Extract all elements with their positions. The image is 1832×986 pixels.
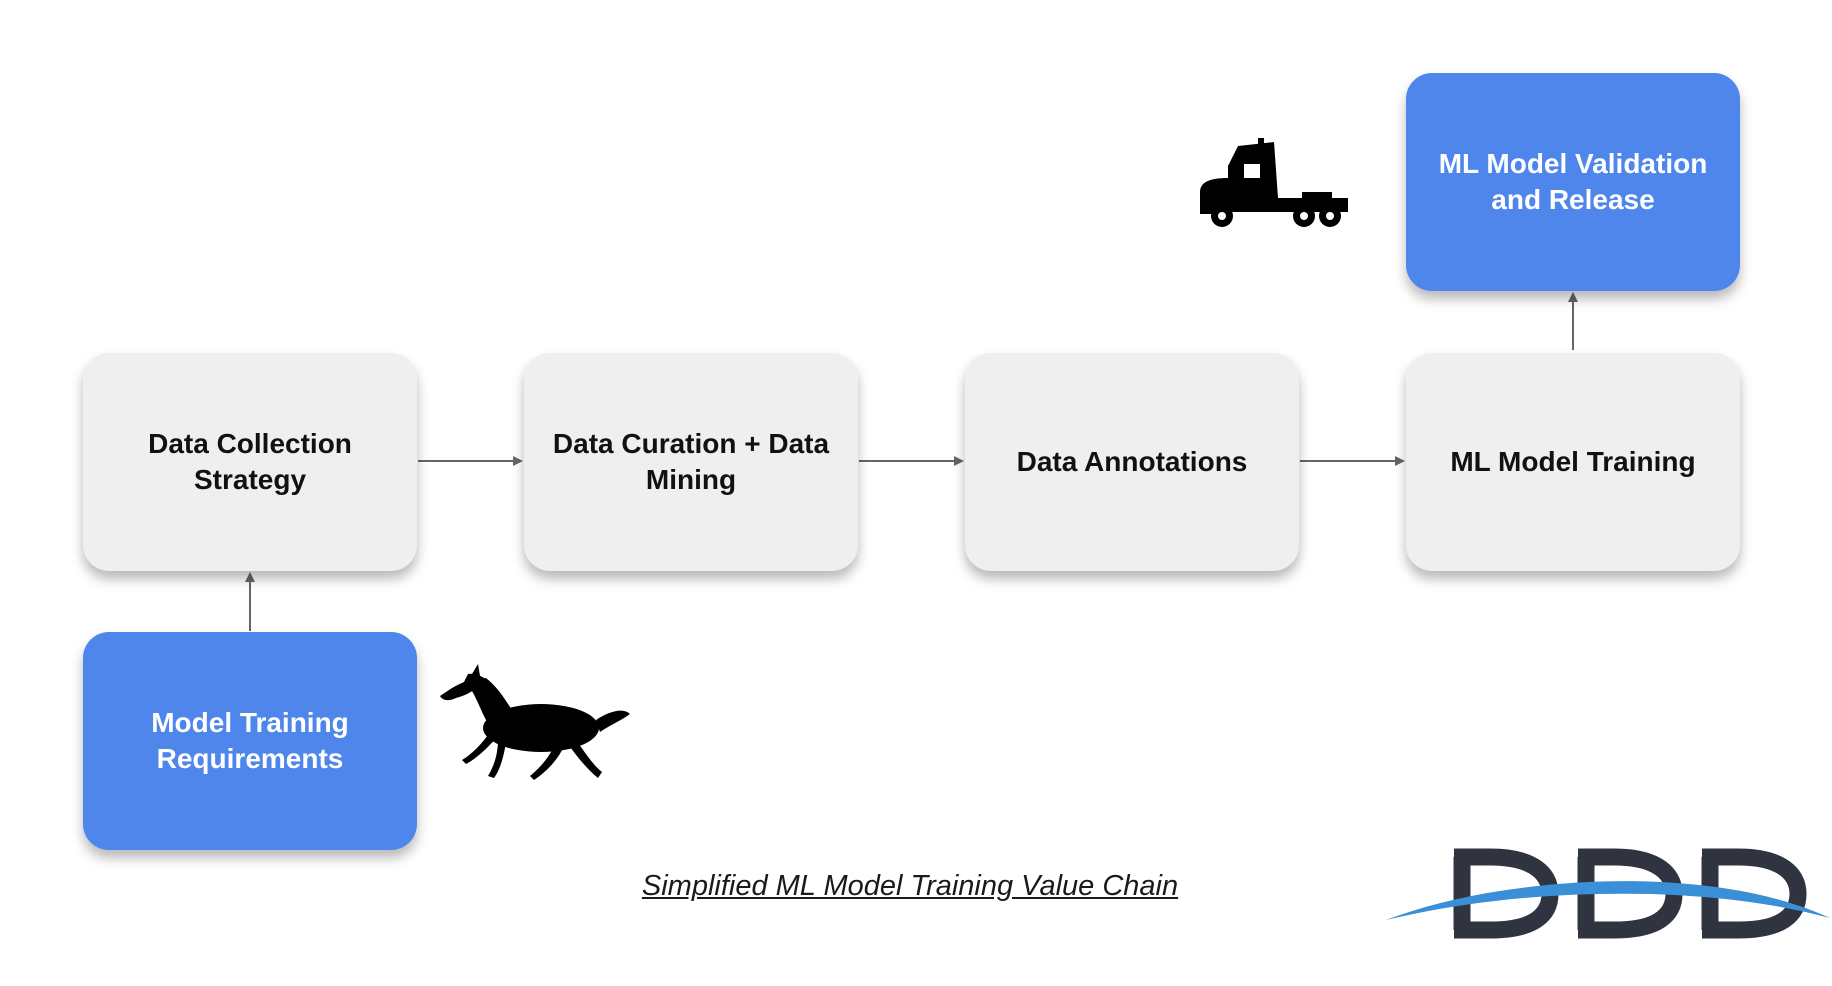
node-label: Data Collection Strategy bbox=[148, 428, 352, 495]
diagram-caption: Simplified ML Model Training Value Chain bbox=[641, 870, 1179, 902]
node-model-training-requirements: Model Training Requirements bbox=[83, 632, 417, 850]
node-data-curation-mining: Data Curation + Data Mining bbox=[524, 353, 858, 571]
node-label: Model Training Requirements bbox=[151, 707, 349, 774]
node-data-collection-strategy: Data Collection Strategy bbox=[83, 353, 417, 571]
node-label: ML Model Validation and Release bbox=[1438, 148, 1708, 215]
node-ml-model-validation-release: ML Model Validation and Release bbox=[1406, 73, 1740, 291]
node-label: Data Curation + Data Mining bbox=[552, 428, 830, 495]
node-ml-model-training: ML Model Training bbox=[1406, 353, 1740, 571]
node-label: ML Model Training bbox=[1450, 446, 1696, 477]
node-label: Data Annotations bbox=[1016, 446, 1248, 477]
logo-swoosh bbox=[1386, 881, 1830, 920]
node-data-annotations: Data Annotations bbox=[965, 353, 1299, 571]
